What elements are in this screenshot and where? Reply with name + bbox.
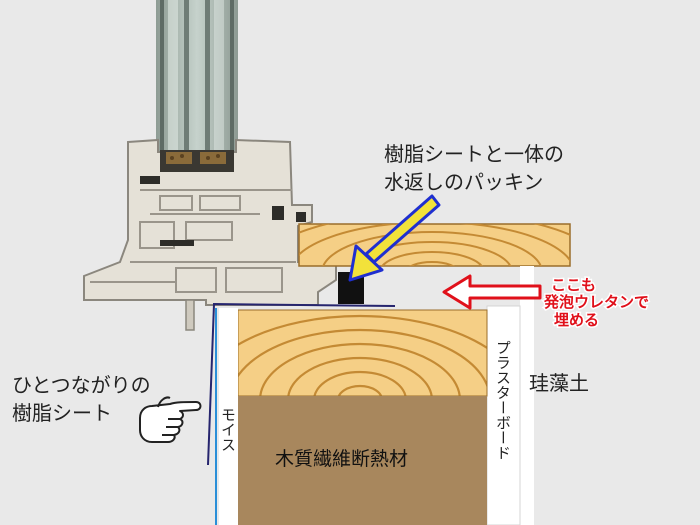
moisture-label: モイス: [219, 407, 237, 452]
sill-wood-board: [237, 309, 488, 397]
urethane-note: ここも 発泡ウレタンで 埋める: [542, 275, 651, 331]
wood-fiber-insulation: [238, 396, 487, 525]
sheet-label-line1: ひとつながりの: [12, 373, 151, 397]
resin-sheet-line: [207, 302, 396, 466]
window-board-wood: [298, 223, 571, 267]
packing-label-line1: 樹脂シートと一体の: [384, 142, 564, 166]
urethane-note-line1: ここも: [551, 276, 596, 294]
resin-window-frame: [83, 138, 337, 331]
urethane-arrow: [442, 274, 542, 310]
plaster-board: [486, 305, 521, 525]
packing-arrow: [348, 194, 441, 282]
sheet-label-line2: 樹脂シート: [12, 401, 112, 425]
glass-pane: [156, 0, 238, 156]
pointing-hand-icon: [139, 396, 202, 443]
urethane-note-line3: 埋める: [554, 311, 599, 329]
diatom-wall-layer: [520, 266, 534, 525]
moisture-board: [219, 308, 238, 525]
diatom-label: 珪藻土: [529, 371, 589, 395]
packing-label-line2: 水返しのパッキン: [384, 170, 543, 194]
insulation-label: 木質繊維断熱材: [275, 448, 408, 470]
urethane-note-line2: 発泡ウレタンで: [543, 293, 649, 311]
plaster-label: プラスターボード: [494, 340, 512, 460]
